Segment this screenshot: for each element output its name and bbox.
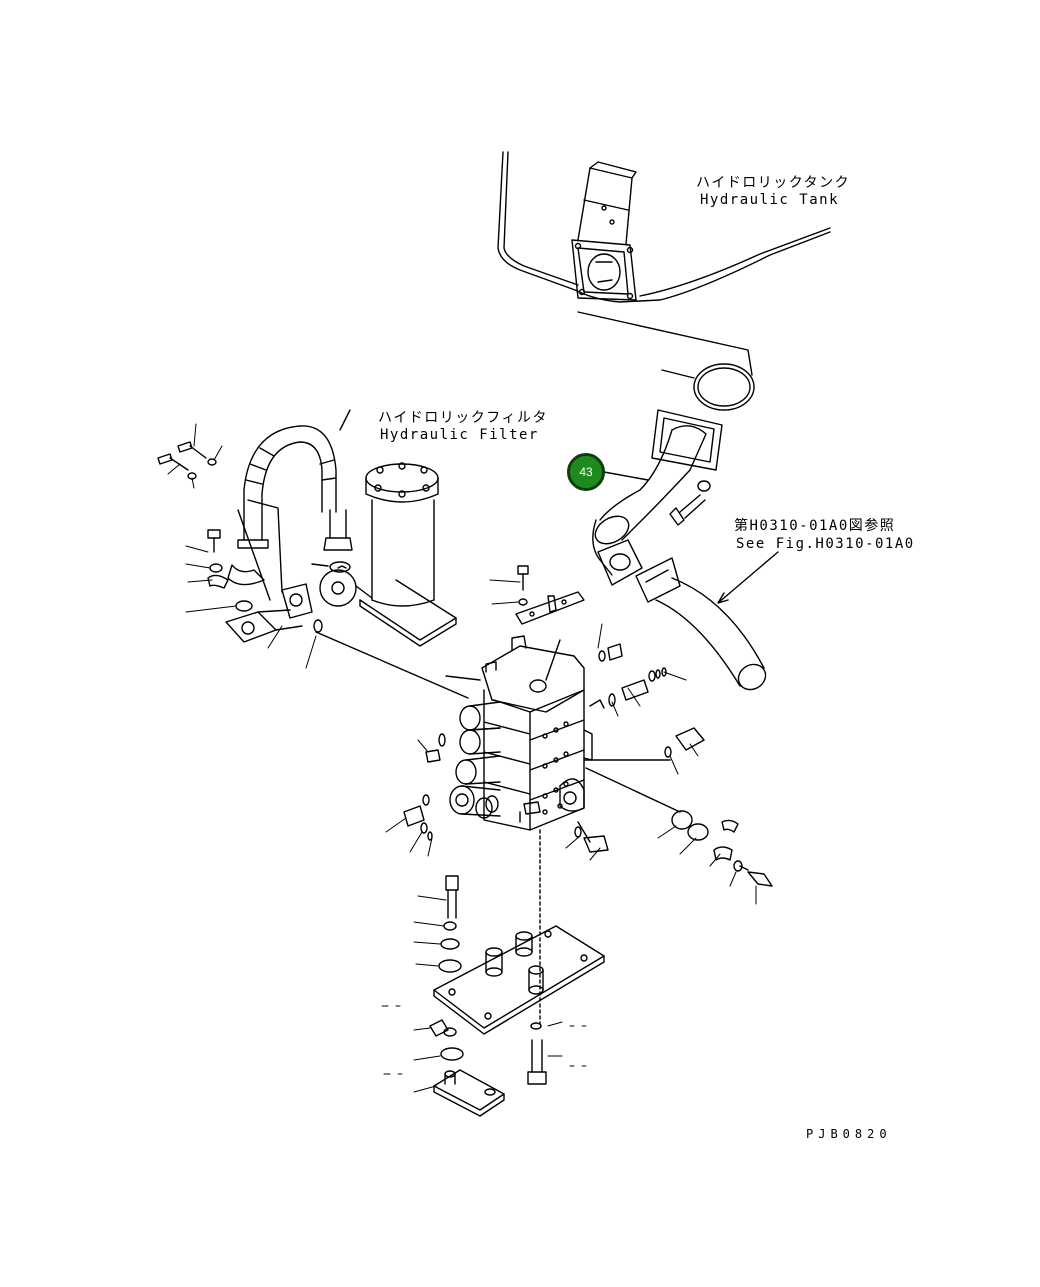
elbow-pipe xyxy=(592,409,723,586)
hydraulic-filter xyxy=(311,462,457,647)
filter-label-en: Hydraulic Filter xyxy=(380,427,539,443)
bolts-left xyxy=(157,441,253,612)
part-callout-43[interactable]: 43 xyxy=(567,453,605,491)
reference-label-en: See Fig.H0310-01A0 xyxy=(736,536,915,552)
filter-label-jp: ハイドロリックフィルタ xyxy=(378,410,548,426)
mounting-plate xyxy=(429,829,605,1117)
tank-label-jp: ハイドロリックタンク xyxy=(696,175,851,191)
fittings-right xyxy=(574,643,773,887)
suction-pipe xyxy=(635,551,779,691)
o-ring xyxy=(661,363,755,411)
hydraulic-tank xyxy=(497,151,831,376)
reference-label-jp: 第H0310-01A0図参照 xyxy=(734,518,896,534)
leader-lines xyxy=(167,423,757,1093)
hose xyxy=(227,409,351,586)
figure-code: PJB0820 xyxy=(806,1127,892,1141)
fittings-left xyxy=(403,733,446,841)
tank-label-en: Hydraulic Tank xyxy=(700,192,840,208)
flange-fitting xyxy=(225,499,469,699)
control-valve xyxy=(445,635,681,843)
valve-bracket xyxy=(515,565,585,625)
